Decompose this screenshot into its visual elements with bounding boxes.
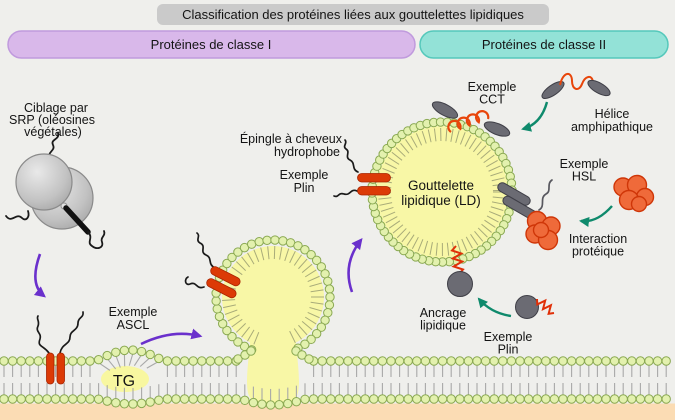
hsl-protein-free [613, 174, 655, 213]
hsl-protein-bound [497, 179, 561, 251]
lipid-anchor-bound [447, 245, 473, 297]
class2-label: Protéines de classe II [482, 37, 606, 52]
arrow-budding-to-ld [347, 238, 363, 293]
svg-text:Interaction: Interaction [569, 232, 627, 246]
svg-text:amphipathique: amphipathique [571, 120, 653, 134]
svg-text:Exemple: Exemple [484, 330, 533, 344]
svg-text:CCT: CCT [479, 93, 505, 107]
hairpin-protein-ld [333, 139, 391, 198]
arrow-hsl-to-ld [579, 205, 613, 227]
svg-text:Exemple: Exemple [560, 157, 609, 171]
svg-text:Exemple: Exemple [280, 168, 329, 182]
label-cct: Exemple CCT [468, 80, 517, 107]
svg-text:Gouttelette: Gouttelette [408, 178, 474, 193]
label-tg: TG [113, 373, 135, 390]
er-membrane [0, 345, 671, 410]
svg-text:SRP (oléosines: SRP (oléosines [9, 113, 95, 127]
svg-text:ASCL: ASCL [117, 318, 150, 332]
hairpin-protein-membrane [36, 311, 84, 385]
class1-header: Protéines de classe I [7, 30, 416, 59]
arrow-ascl-to-budding [140, 328, 203, 346]
svg-text:végétales): végétales) [24, 125, 82, 139]
svg-text:lipidique (LD): lipidique (LD) [401, 193, 481, 208]
label-hairpin: Épingle à cheveux hydrophobe [240, 131, 343, 159]
peptide-squiggle-left [5, 210, 30, 221]
arrow-helix-to-ld [521, 101, 549, 132]
tg-lens [101, 366, 149, 392]
svg-text:Hélice: Hélice [595, 107, 630, 121]
hairpin-protein-budding [184, 232, 241, 299]
budding-droplet-body [222, 246, 324, 405]
label-droplet: Gouttelette lipidique (LD) [401, 178, 481, 208]
label-hsl: Exemple HSL [560, 157, 609, 184]
cytosol-band [0, 403, 675, 420]
budding-droplet-monolayer [211, 235, 335, 364]
svg-text:protéique: protéique [572, 245, 624, 259]
arrow-srp-to-membrane [33, 253, 46, 298]
svg-text:Plin: Plin [498, 343, 519, 357]
class2-header: Protéines de classe II [419, 30, 669, 59]
label-interaction: Interaction protéique [569, 232, 627, 259]
free-plin-protein [515, 295, 555, 319]
label-anchor: Ancrage lipidique [420, 306, 467, 333]
label-plin-class2: Exemple Plin [484, 330, 533, 357]
label-helix: Hélice amphipathique [571, 107, 653, 134]
svg-text:Exemple: Exemple [109, 305, 158, 319]
arrow-plin-to-anchor [477, 297, 512, 318]
label-plin-class1: Exemple Plin [280, 168, 329, 195]
ribosome [5, 132, 106, 249]
svg-text:Ancrage: Ancrage [420, 306, 467, 320]
svg-text:Ciblage par: Ciblage par [24, 101, 88, 115]
amphipathic-helix-free [541, 73, 611, 100]
label-srp: Ciblage par SRP (oléosines végétales) [9, 101, 95, 139]
srp-rod [63, 205, 91, 235]
lipid-droplet [376, 126, 508, 258]
title-bar: Classification des protéines liées aux g… [157, 4, 549, 25]
cct-helix-on-ld [431, 101, 511, 137]
svg-text:Plin: Plin [294, 181, 315, 195]
svg-text:lipidique: lipidique [420, 319, 466, 333]
svg-text:hydrophobe: hydrophobe [274, 145, 340, 159]
svg-text:HSL: HSL [572, 170, 596, 184]
class1-label: Protéines de classe I [151, 37, 272, 52]
peptide-squiggle-bottom [87, 230, 106, 249]
svg-text:Exemple: Exemple [468, 80, 517, 94]
page-title: Classification des protéines liées aux g… [182, 7, 524, 22]
label-ascl: Exemple ASCL [109, 305, 158, 332]
svg-text:Épingle à cheveux: Épingle à cheveux [240, 131, 343, 146]
